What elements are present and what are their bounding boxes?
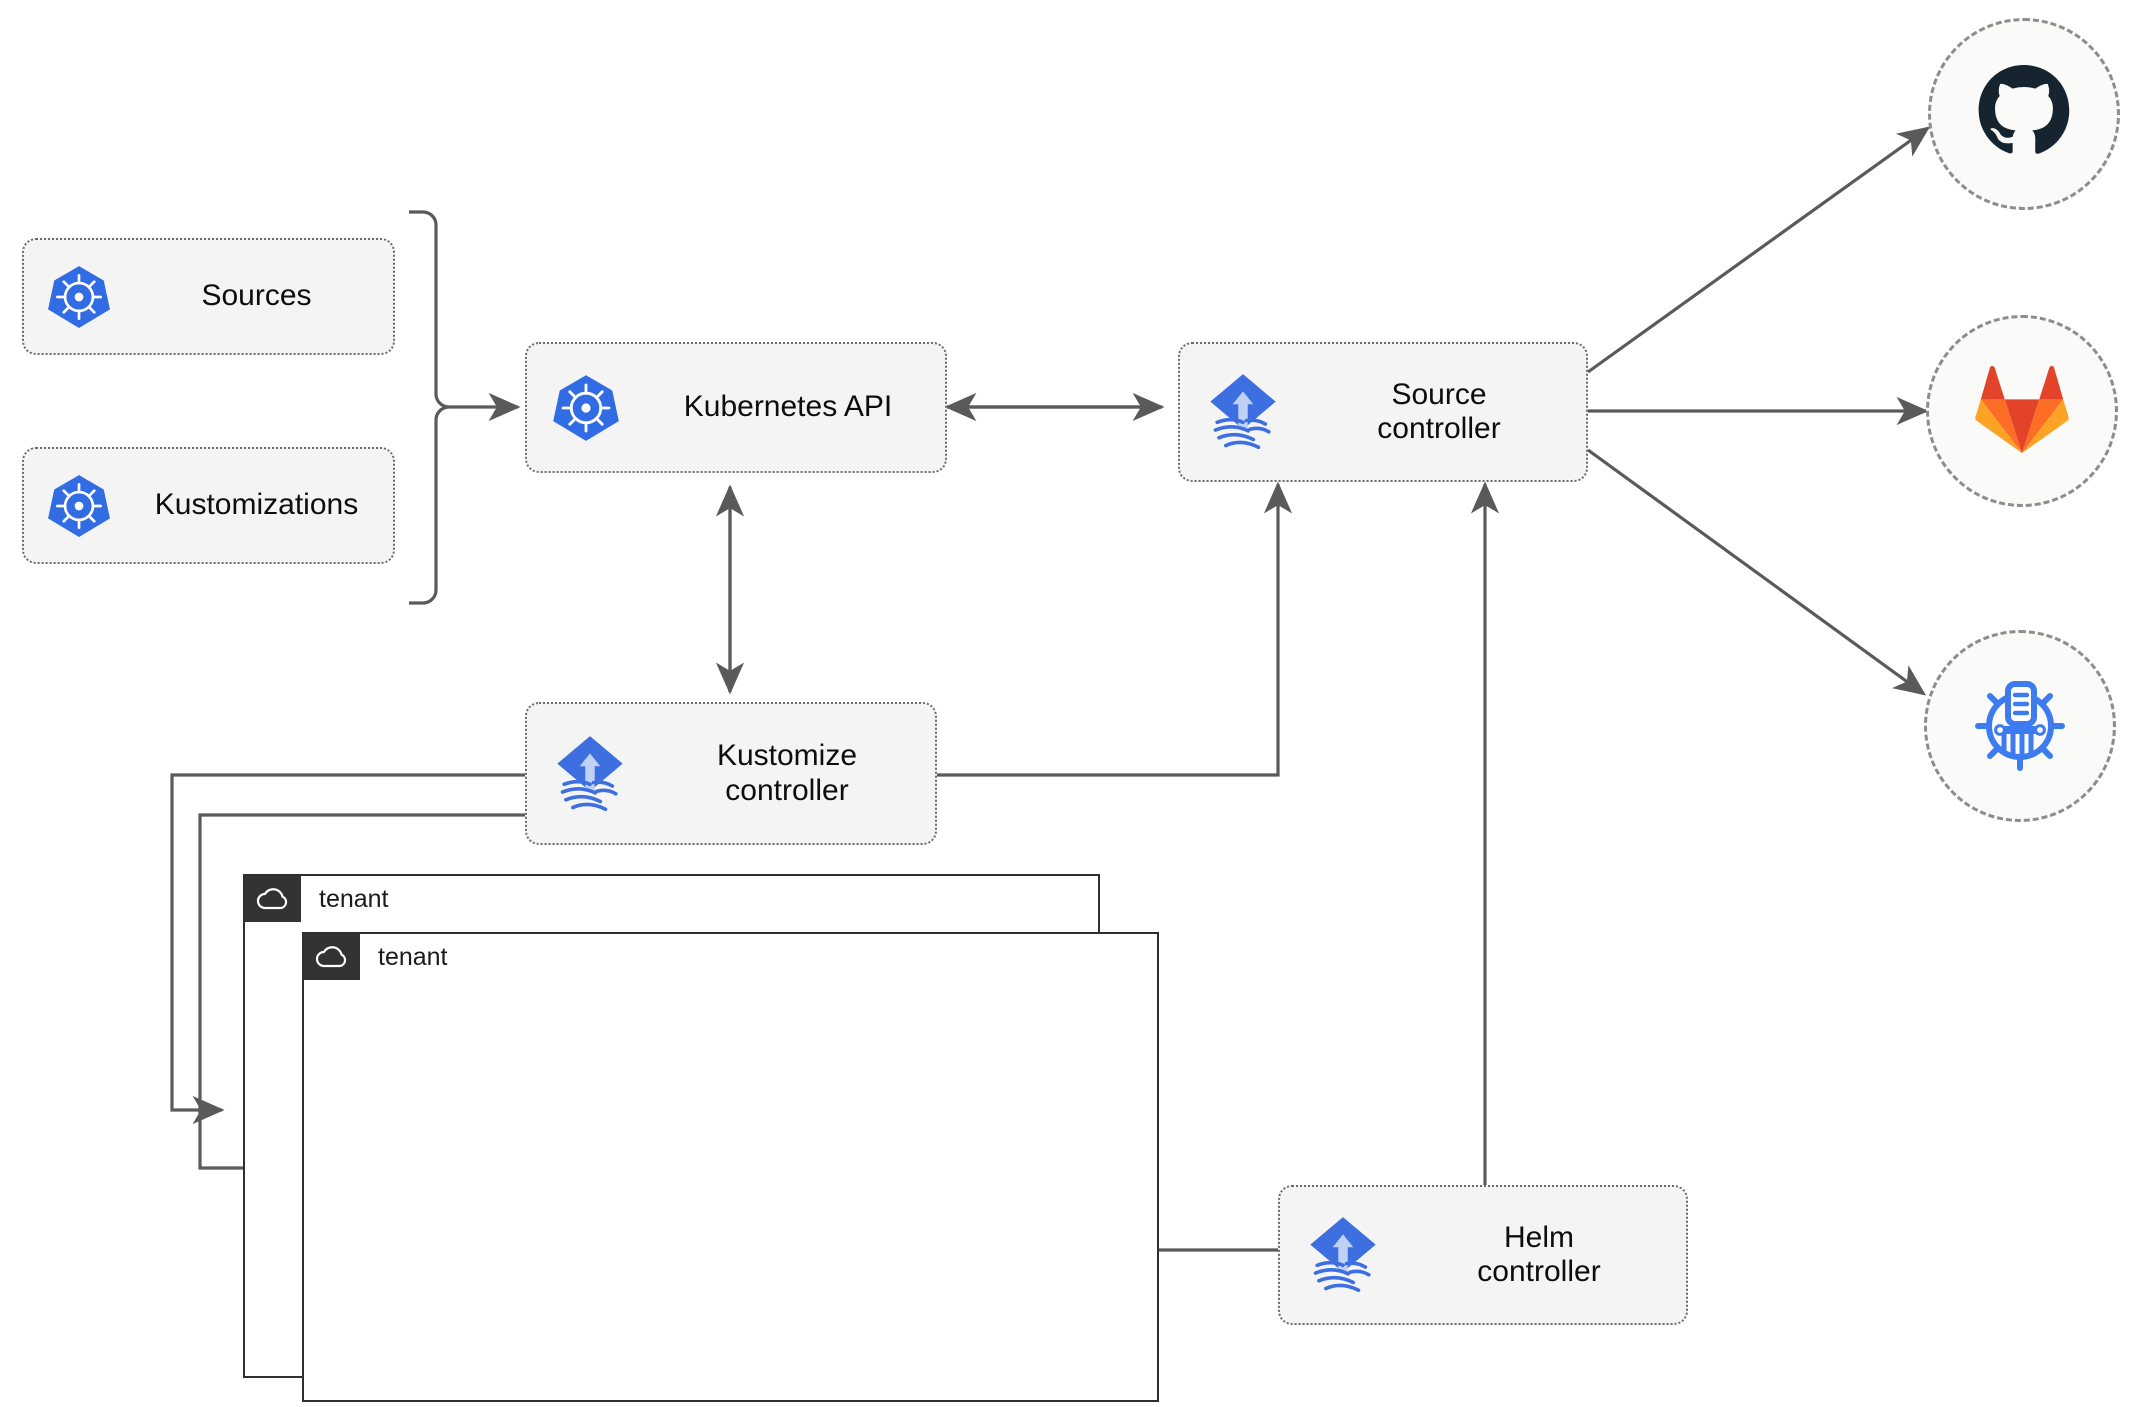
provider-github[interactable] xyxy=(1928,18,2120,210)
cloud-icon xyxy=(304,934,360,980)
kubernetes-icon xyxy=(24,473,134,539)
flux-icon xyxy=(1180,369,1306,455)
flux-icon xyxy=(527,731,653,817)
node-label: Kubernetes API xyxy=(683,390,893,424)
node-sources[interactable]: Sources xyxy=(22,238,395,355)
tenant-window-front[interactable]: tenant xyxy=(302,932,1159,1402)
node-label: Helm controller xyxy=(1477,1220,1601,1289)
tenant-titlebar: tenant xyxy=(245,876,389,922)
provider-bucket[interactable] xyxy=(1924,630,2116,822)
flux-icon xyxy=(1280,1212,1406,1298)
github-icon xyxy=(1975,63,2073,166)
kubernetes-icon xyxy=(24,264,134,330)
node-label: Kustomizations xyxy=(154,488,359,522)
tenant-label: tenant xyxy=(378,942,448,971)
node-kustomizations[interactable]: Kustomizations xyxy=(22,447,395,564)
node-source-controller[interactable]: Source controller xyxy=(1178,342,1588,482)
provider-gitlab[interactable] xyxy=(1926,315,2118,507)
node-kustomize-controller[interactable]: Kustomize controller xyxy=(525,702,937,845)
node-kubernetes-api[interactable]: Kubernetes API xyxy=(525,342,947,473)
node-label: Source controller xyxy=(1377,377,1501,446)
node-label: Sources xyxy=(201,279,312,313)
tenant-titlebar: tenant xyxy=(304,934,448,980)
gitlab-icon xyxy=(1974,363,2070,460)
kubernetes-icon xyxy=(527,373,645,443)
node-helm-controller[interactable]: Helm controller xyxy=(1278,1185,1688,1325)
bucket-icon xyxy=(1970,674,2070,779)
tenant-label: tenant xyxy=(319,884,389,913)
node-label: Kustomize controller xyxy=(716,739,858,807)
cloud-icon xyxy=(245,876,301,922)
